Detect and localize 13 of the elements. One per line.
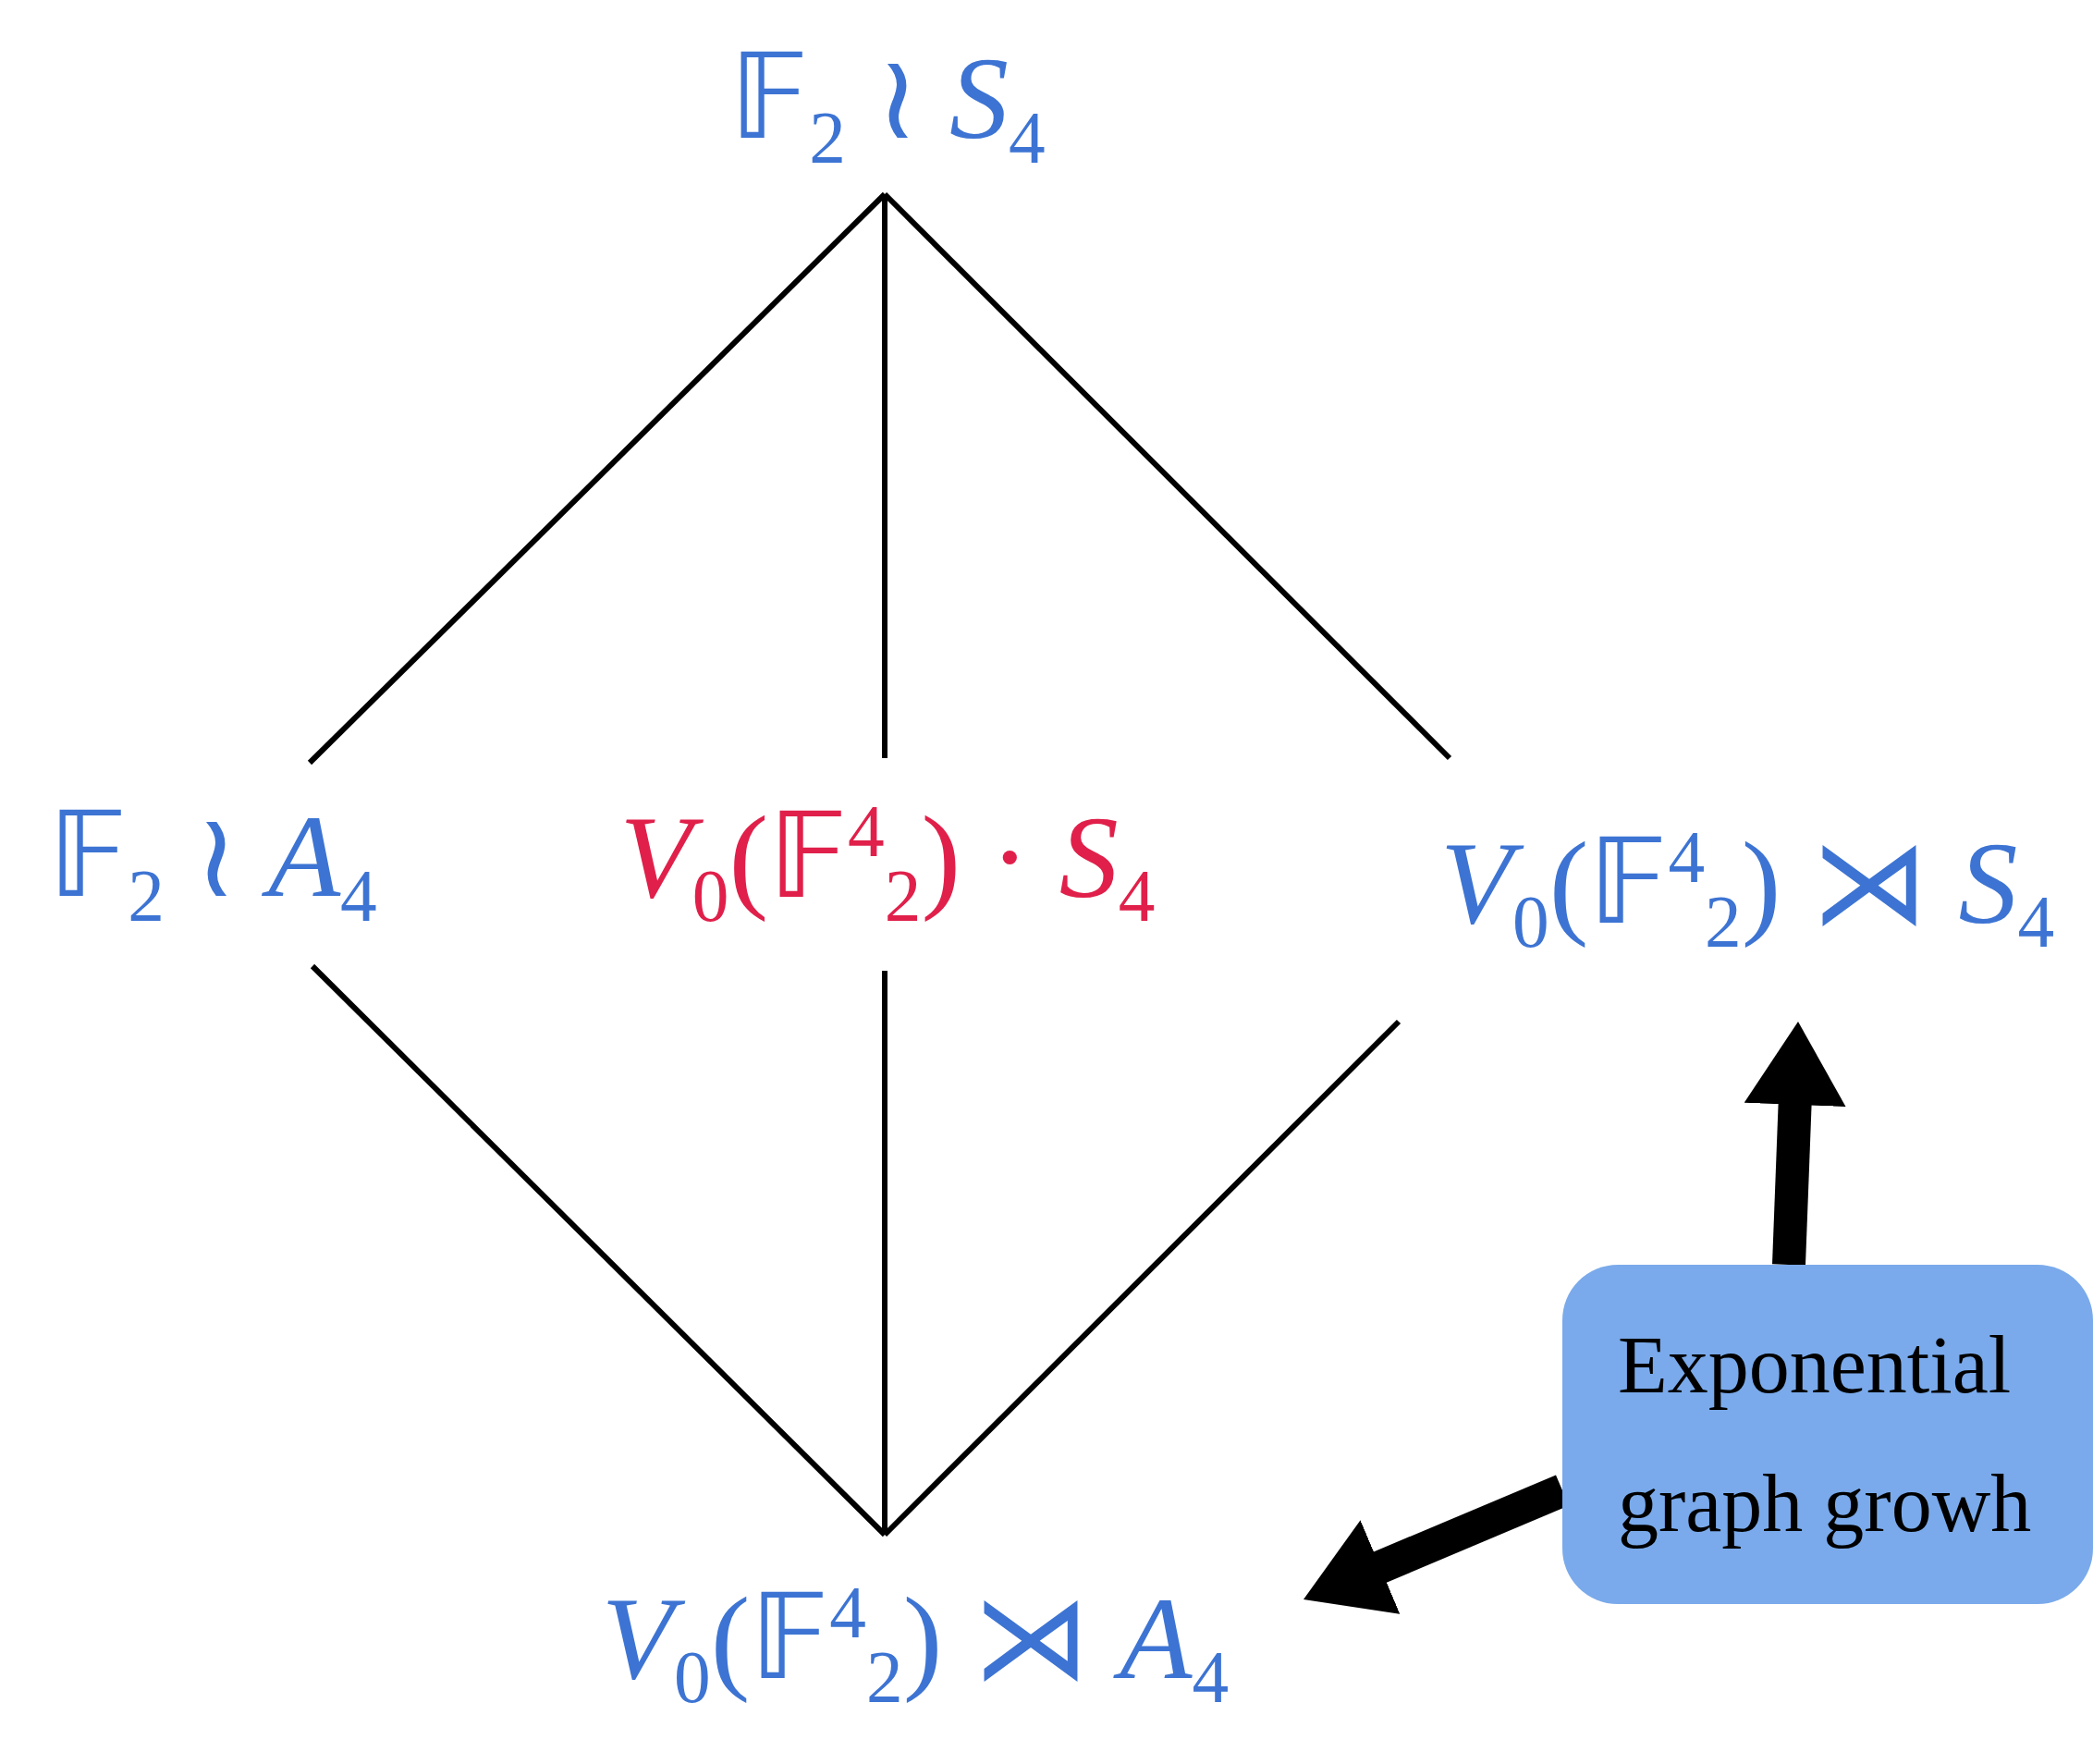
- group-formula: 𝔽$_{2}$ ≀ S$_{4}$: [729, 38, 1046, 175]
- group-formula: V$_{0}$(𝔽$^{4}$$_{2}$) ⋊ A$_{4}$: [601, 1576, 1230, 1715]
- note-box: [1562, 1265, 2093, 1604]
- connector-line: [882, 194, 887, 758]
- connector-line: [307, 191, 887, 766]
- group-formula: V$_{0}$(𝔽$^{4}$$_{2}$) ⋊ S$_{4}$: [1439, 820, 2055, 960]
- arrow: [1744, 1022, 1846, 1266]
- connector-line: [882, 191, 1452, 761]
- connector-line: [882, 1019, 1401, 1537]
- group-formula: 𝔽$_{2}$ ≀ A$_{4}$: [48, 796, 377, 933]
- note-text: Exponential graph growh: [1618, 1318, 2033, 1550]
- group-formula: V$_{0}$(𝔽$^{4}$$_{2}$) · S$_{4}$: [619, 795, 1156, 934]
- connector-line: [882, 971, 887, 1535]
